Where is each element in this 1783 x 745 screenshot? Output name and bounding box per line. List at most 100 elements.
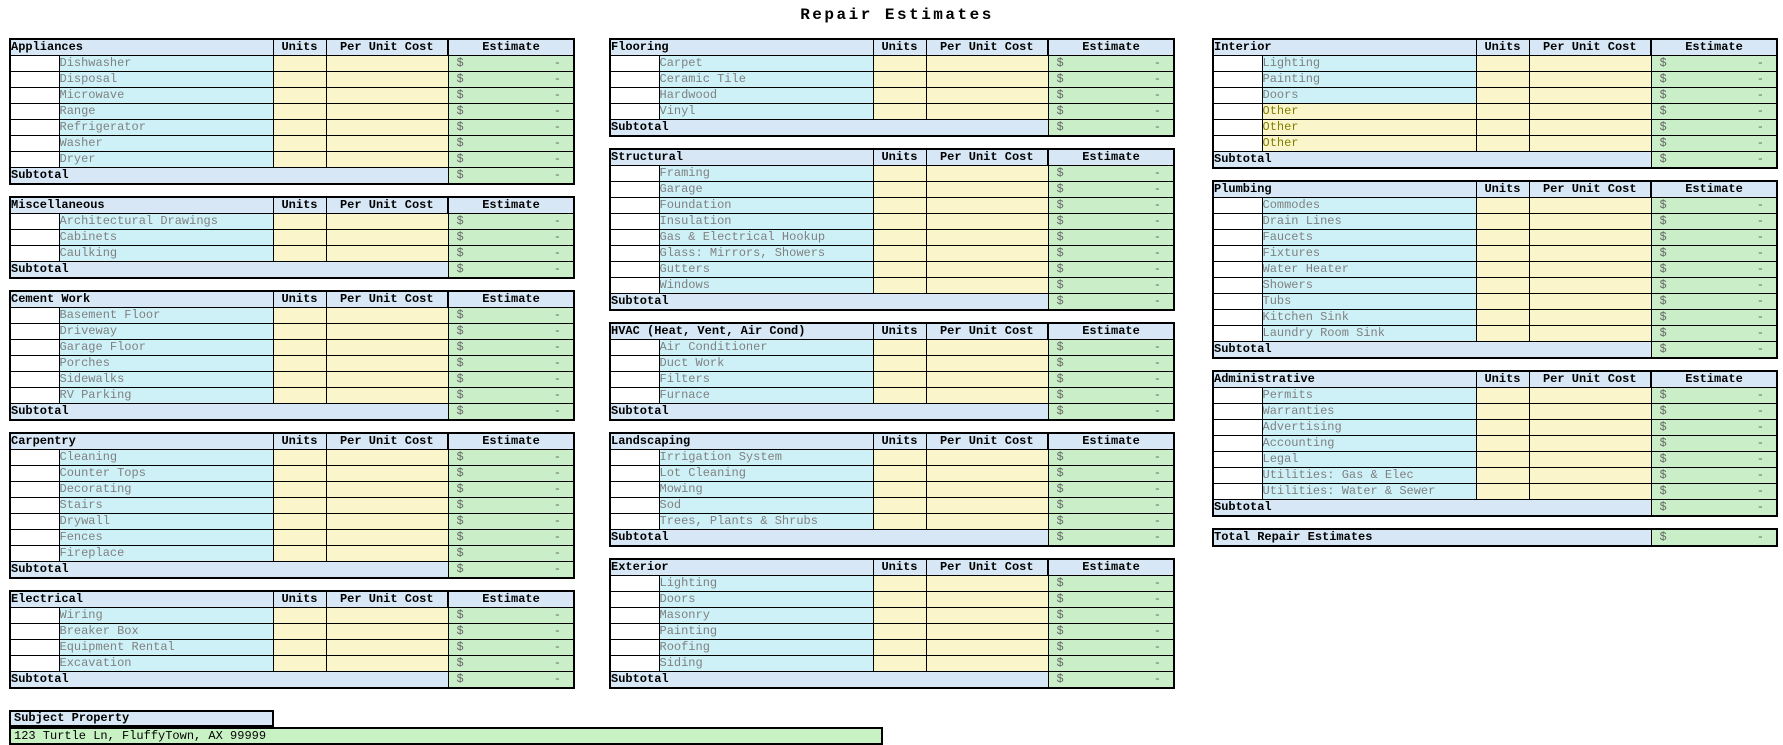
units-input-cell[interactable]: [1475, 419, 1530, 436]
units-input-cell[interactable]: [1475, 277, 1530, 294]
units-input-cell[interactable]: [1475, 55, 1530, 72]
units-input-cell[interactable]: [1475, 135, 1530, 152]
units-input-cell[interactable]: [272, 513, 327, 530]
units-input-cell[interactable]: [872, 575, 927, 592]
per-unit-cost-input-cell[interactable]: [325, 355, 449, 372]
per-unit-cost-input-cell[interactable]: [1528, 435, 1652, 452]
item-label[interactable]: Other: [1261, 119, 1477, 136]
units-input-cell[interactable]: [872, 87, 927, 104]
units-input-cell[interactable]: [1475, 213, 1530, 230]
per-unit-cost-input-cell[interactable]: [325, 529, 449, 546]
units-input-cell[interactable]: [272, 229, 327, 246]
units-input-cell[interactable]: [272, 55, 327, 72]
per-unit-cost-input-cell[interactable]: [325, 213, 449, 230]
units-input-cell[interactable]: [872, 639, 927, 656]
units-input-cell[interactable]: [872, 481, 927, 498]
units-input-cell[interactable]: [872, 277, 927, 294]
per-unit-cost-input-cell[interactable]: [925, 197, 1049, 214]
per-unit-cost-input-cell[interactable]: [925, 339, 1049, 356]
per-unit-cost-input-cell[interactable]: [925, 513, 1049, 530]
per-unit-cost-input-cell[interactable]: [925, 591, 1049, 608]
units-input-cell[interactable]: [272, 323, 327, 340]
per-unit-cost-input-cell[interactable]: [1528, 119, 1652, 136]
per-unit-cost-input-cell[interactable]: [925, 623, 1049, 640]
per-unit-cost-input-cell[interactable]: [925, 355, 1049, 372]
per-unit-cost-input-cell[interactable]: [1528, 309, 1652, 326]
units-input-cell[interactable]: [1475, 435, 1530, 452]
units-input-cell[interactable]: [1475, 245, 1530, 262]
units-input-cell[interactable]: [272, 529, 327, 546]
per-unit-cost-input-cell[interactable]: [925, 655, 1049, 672]
units-input-cell[interactable]: [872, 449, 927, 466]
units-input-cell[interactable]: [872, 655, 927, 672]
units-input-cell[interactable]: [272, 371, 327, 388]
units-input-cell[interactable]: [872, 371, 927, 388]
per-unit-cost-input-cell[interactable]: [325, 245, 449, 262]
per-unit-cost-input-cell[interactable]: [325, 387, 449, 404]
units-input-cell[interactable]: [272, 623, 327, 640]
units-input-cell[interactable]: [272, 355, 327, 372]
units-input-cell[interactable]: [872, 591, 927, 608]
units-input-cell[interactable]: [272, 655, 327, 672]
per-unit-cost-input-cell[interactable]: [1528, 403, 1652, 420]
units-input-cell[interactable]: [1475, 451, 1530, 468]
units-input-cell[interactable]: [872, 355, 927, 372]
units-input-cell[interactable]: [872, 213, 927, 230]
units-input-cell[interactable]: [272, 71, 327, 88]
per-unit-cost-input-cell[interactable]: [325, 71, 449, 88]
per-unit-cost-input-cell[interactable]: [925, 103, 1049, 120]
per-unit-cost-input-cell[interactable]: [925, 245, 1049, 262]
per-unit-cost-input-cell[interactable]: [1528, 103, 1652, 120]
units-input-cell[interactable]: [272, 497, 327, 514]
per-unit-cost-input-cell[interactable]: [925, 181, 1049, 198]
per-unit-cost-input-cell[interactable]: [1528, 261, 1652, 278]
per-unit-cost-input-cell[interactable]: [925, 277, 1049, 294]
units-input-cell[interactable]: [272, 307, 327, 324]
units-input-cell[interactable]: [1475, 403, 1530, 420]
per-unit-cost-input-cell[interactable]: [325, 55, 449, 72]
per-unit-cost-input-cell[interactable]: [325, 103, 449, 120]
item-label[interactable]: Other: [1261, 135, 1477, 152]
per-unit-cost-input-cell[interactable]: [1528, 213, 1652, 230]
units-input-cell[interactable]: [872, 165, 927, 182]
units-input-cell[interactable]: [272, 607, 327, 624]
per-unit-cost-input-cell[interactable]: [925, 55, 1049, 72]
per-unit-cost-input-cell[interactable]: [325, 323, 449, 340]
units-input-cell[interactable]: [1475, 293, 1530, 310]
units-input-cell[interactable]: [872, 339, 927, 356]
per-unit-cost-input-cell[interactable]: [925, 87, 1049, 104]
per-unit-cost-input-cell[interactable]: [925, 371, 1049, 388]
per-unit-cost-input-cell[interactable]: [1528, 87, 1652, 104]
units-input-cell[interactable]: [872, 245, 927, 262]
per-unit-cost-input-cell[interactable]: [1528, 451, 1652, 468]
per-unit-cost-input-cell[interactable]: [1528, 135, 1652, 152]
per-unit-cost-input-cell[interactable]: [925, 213, 1049, 230]
units-input-cell[interactable]: [272, 481, 327, 498]
units-input-cell[interactable]: [872, 55, 927, 72]
units-input-cell[interactable]: [272, 339, 327, 356]
units-input-cell[interactable]: [272, 639, 327, 656]
per-unit-cost-input-cell[interactable]: [325, 449, 449, 466]
units-input-cell[interactable]: [1475, 71, 1530, 88]
units-input-cell[interactable]: [872, 607, 927, 624]
units-input-cell[interactable]: [1475, 309, 1530, 326]
item-label[interactable]: Other: [1261, 103, 1477, 120]
subject-property-address-cell[interactable]: 123 Turtle Ln, FluffyTown, AX 99999: [9, 727, 883, 745]
units-input-cell[interactable]: [1475, 229, 1530, 246]
units-input-cell[interactable]: [272, 119, 327, 136]
units-input-cell[interactable]: [872, 623, 927, 640]
units-input-cell[interactable]: [1475, 119, 1530, 136]
per-unit-cost-input-cell[interactable]: [325, 545, 449, 562]
units-input-cell[interactable]: [872, 513, 927, 530]
per-unit-cost-input-cell[interactable]: [925, 165, 1049, 182]
units-input-cell[interactable]: [272, 465, 327, 482]
units-input-cell[interactable]: [1475, 325, 1530, 342]
per-unit-cost-input-cell[interactable]: [925, 481, 1049, 498]
per-unit-cost-input-cell[interactable]: [325, 229, 449, 246]
per-unit-cost-input-cell[interactable]: [925, 229, 1049, 246]
units-input-cell[interactable]: [872, 197, 927, 214]
per-unit-cost-input-cell[interactable]: [325, 497, 449, 514]
per-unit-cost-input-cell[interactable]: [925, 71, 1049, 88]
units-input-cell[interactable]: [872, 261, 927, 278]
units-input-cell[interactable]: [272, 87, 327, 104]
